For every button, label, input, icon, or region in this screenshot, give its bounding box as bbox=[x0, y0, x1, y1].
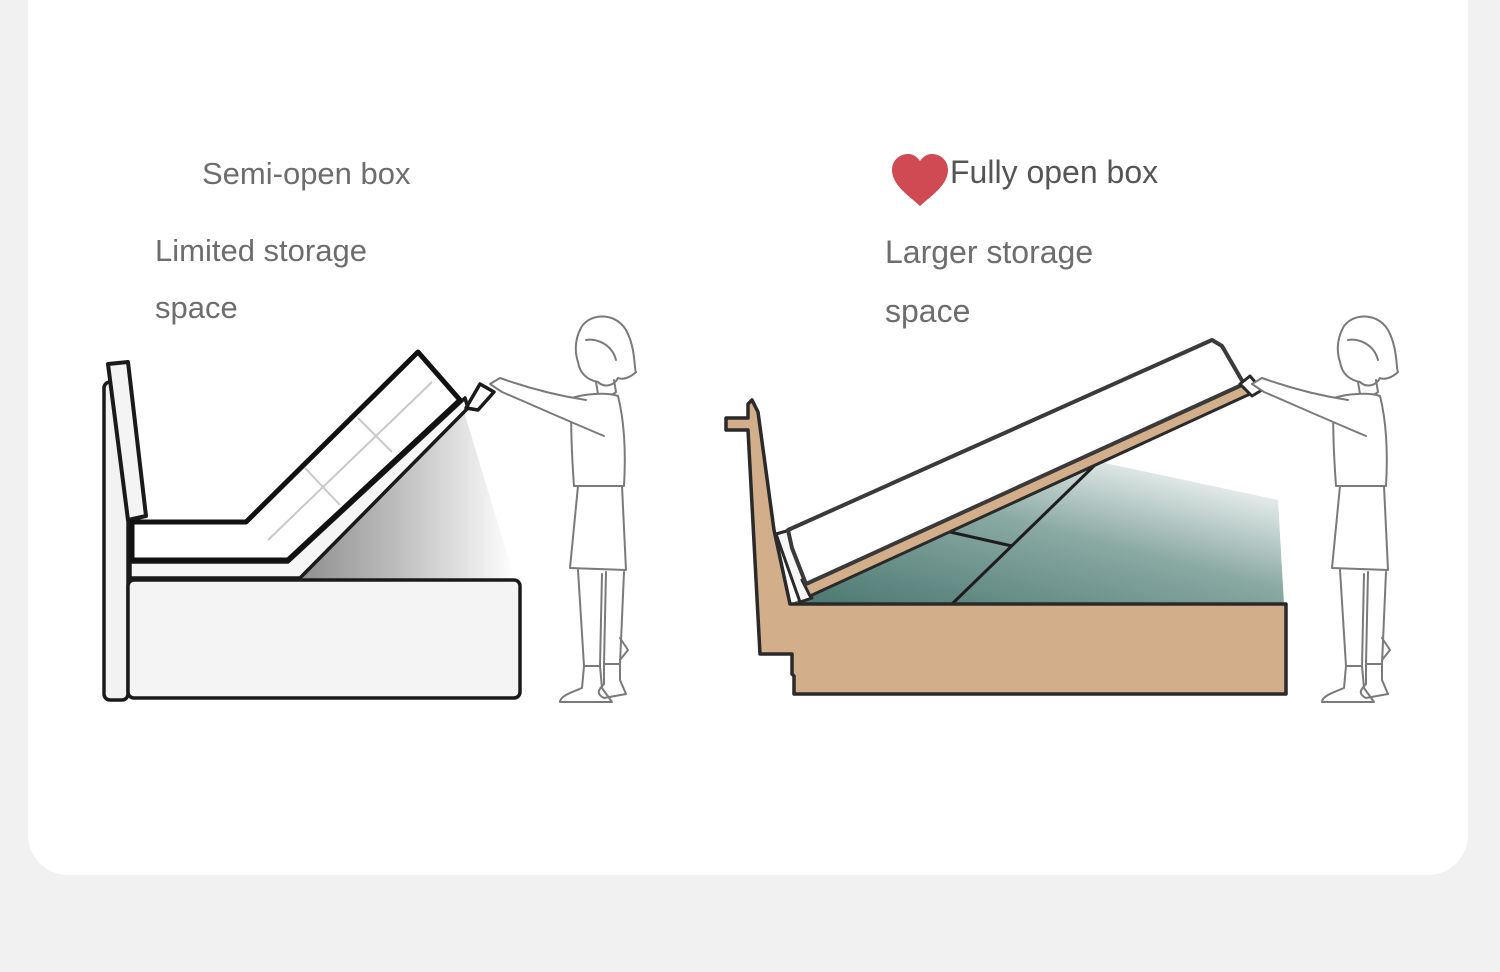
right-person bbox=[1251, 315, 1399, 703]
fully-open-storage-shadow bbox=[790, 462, 1284, 604]
semi-open-mattress bbox=[129, 349, 463, 563]
fully-open-divider bbox=[949, 530, 1013, 548]
fully-open-bed bbox=[724, 338, 1288, 696]
fully-open-wood-frame bbox=[724, 398, 1288, 696]
fully-open-description: Larger storage space bbox=[885, 234, 1094, 329]
semi-open-headboard-cushion bbox=[106, 360, 148, 522]
semi-open-mattress-line bbox=[267, 381, 433, 541]
left-person bbox=[489, 315, 637, 703]
semi-open-mattress-line bbox=[304, 467, 341, 506]
semi-open-storage-shadow bbox=[300, 405, 515, 580]
heart-icon bbox=[892, 154, 948, 206]
fully-open-divider bbox=[950, 460, 1100, 606]
semi-open-mattress-line bbox=[357, 417, 393, 453]
fully-open-title: Fully open box bbox=[950, 154, 1159, 190]
semi-open-handle bbox=[464, 382, 496, 412]
semi-open-description: Limited storage space bbox=[155, 233, 367, 325]
semi-open-title: Semi-open box bbox=[202, 156, 411, 191]
semi-open-base bbox=[126, 578, 522, 700]
semi-open-bed bbox=[102, 349, 522, 702]
